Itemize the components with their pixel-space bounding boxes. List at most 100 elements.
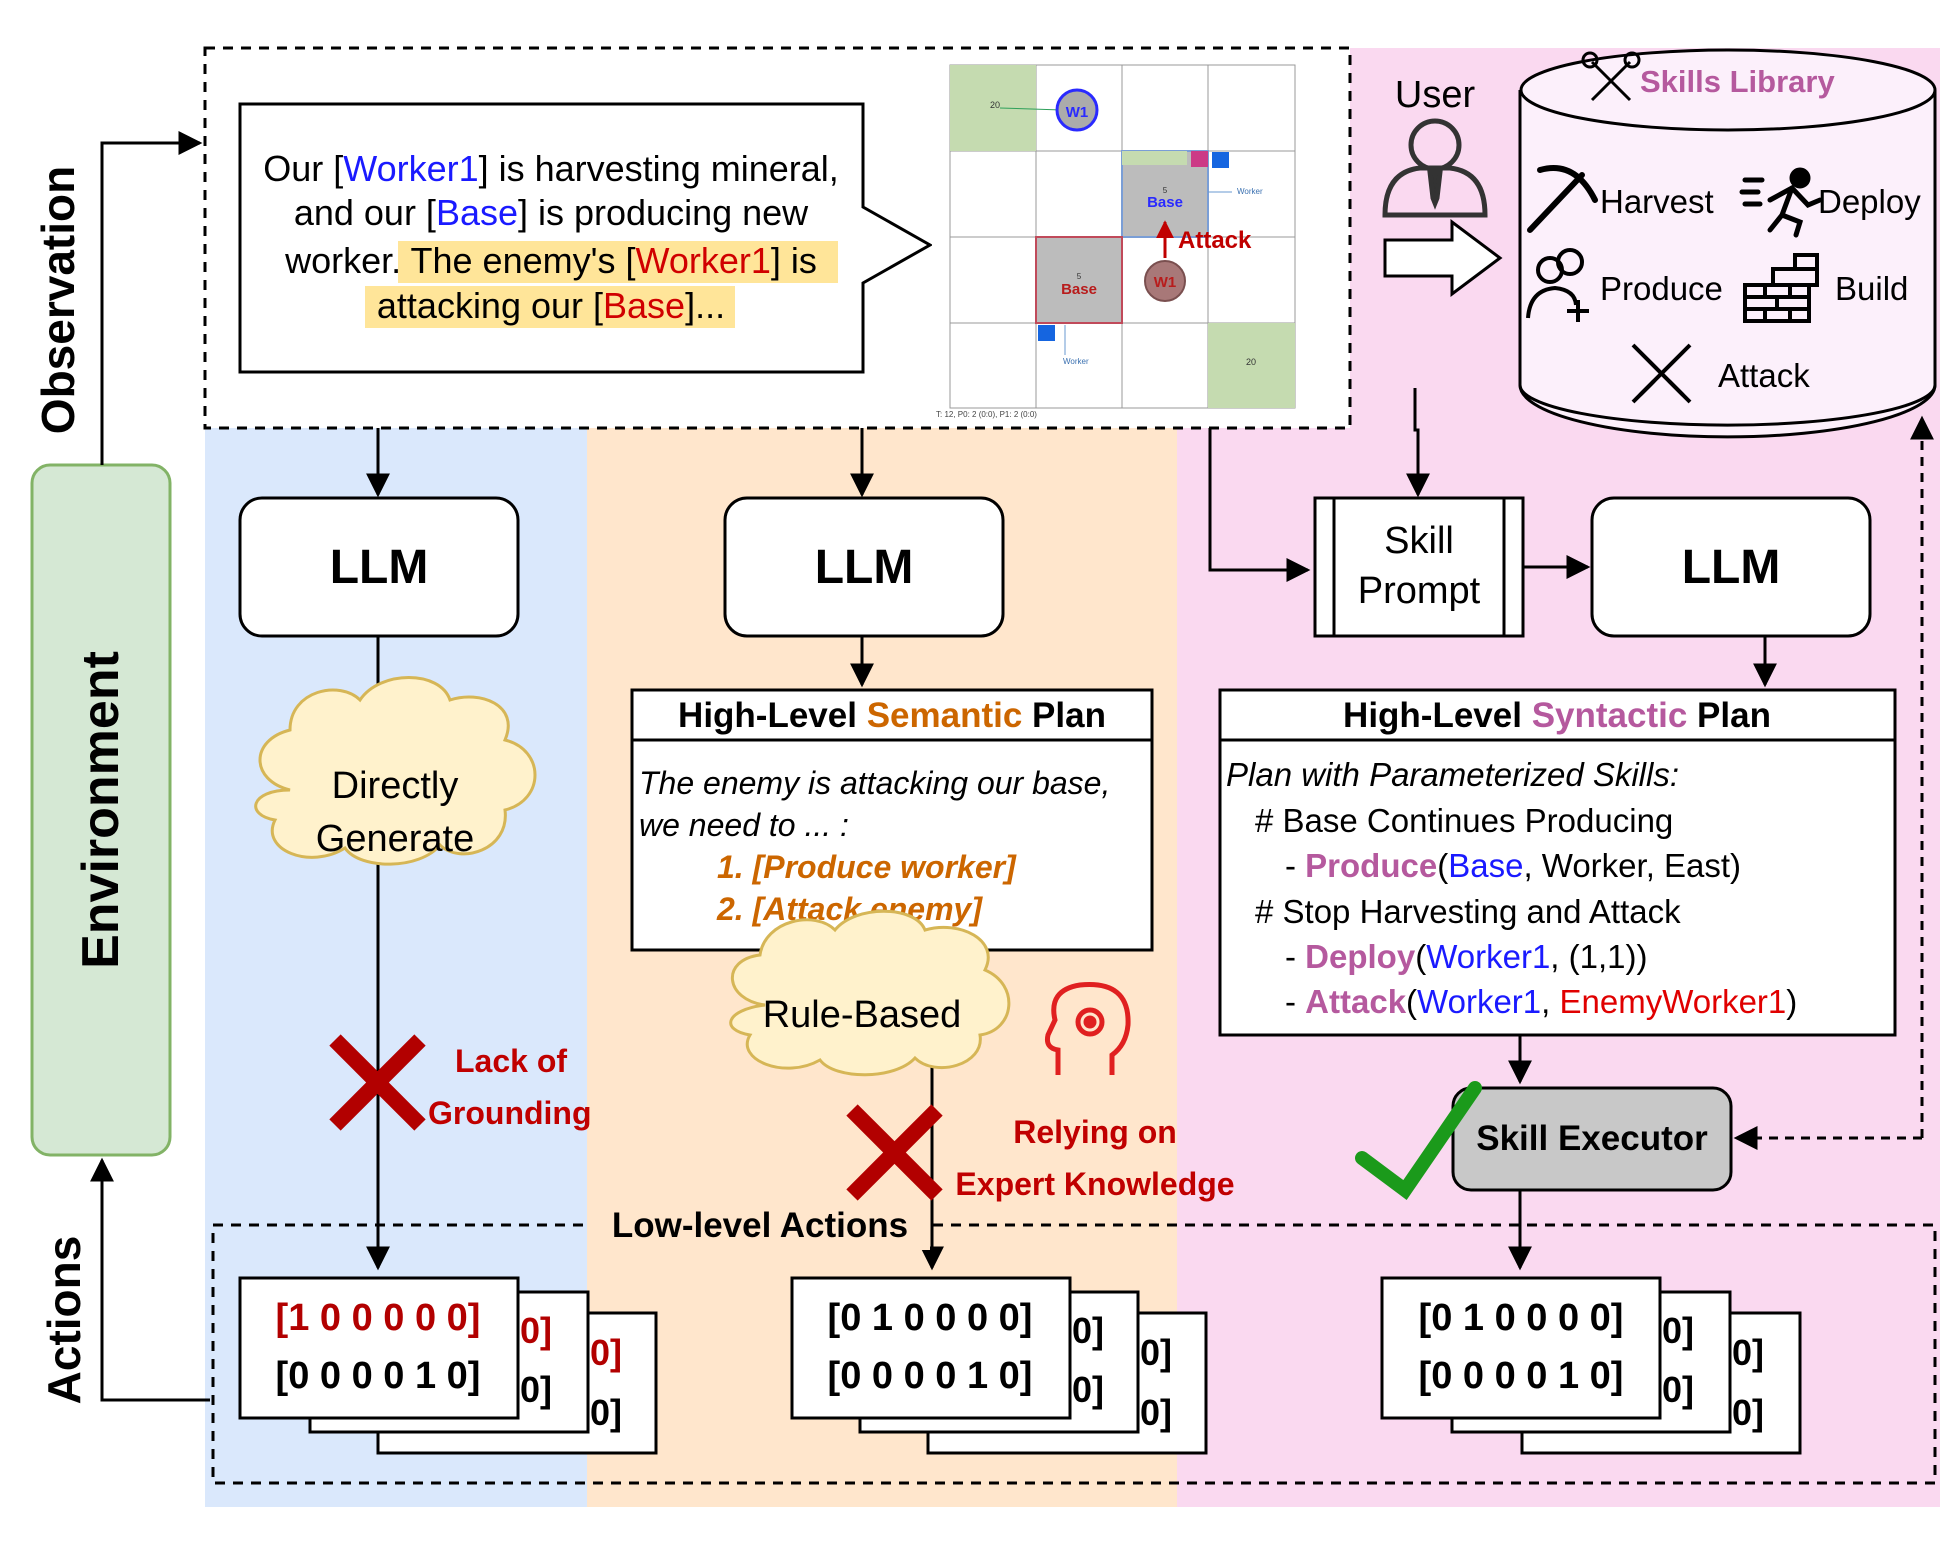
semantic-plan-box [630,688,1154,952]
action3-back-a: 0] [1662,1310,1694,1351]
semantic-item-1: 1. [Produce worker] [717,849,1017,885]
skill-prompt-line1: Skill [1384,520,1454,562]
pickaxe-icon [1527,165,1598,233]
syntactic-header: Plan with Parameterized Skills: [1226,756,1679,793]
observation-line-2: and our [Base] is producing new [294,192,809,233]
highlight-l4 [365,286,735,328]
user-label: User [1395,74,1476,116]
action1-back-a: 0] [520,1310,552,1351]
syntactic-plan-box [1218,688,1897,1037]
syntactic-comment-2: # Stop Harvesting and Attack [1255,893,1681,930]
observation-speech-bubble [238,102,934,374]
enemy-base-label: Base [1061,281,1097,298]
llm-label-3: LLM [1682,541,1781,594]
worker-label-bottom: Worker [1063,357,1089,366]
action-stack-1: 0] 0] 0] 0] [1 0 0 0 0 0] [0 0 0 0 1 0] [238,1276,658,1455]
env-to-observation-arrow [100,131,203,465]
cloud-rule-based [729,909,1011,1077]
attack-label: Attack [1178,227,1252,254]
brick-wall-icon [1743,253,1819,323]
llm-label-1: LLM [330,541,429,594]
action1-back-b: 0] [520,1369,552,1410]
observation-line-4: attacking our [Base]... [377,285,725,326]
environment-label: Environment [72,651,130,969]
success-check-icon [1355,1081,1482,1200]
add-user-icon [1526,248,1589,322]
highlight-l3 [398,241,838,283]
enemy-base [1035,236,1123,324]
w1-top-label: W1 [1066,104,1089,121]
action2-row2: [0 0 0 0 1 0] [828,1355,1033,1397]
skill-executor-label: Skill Executor [1476,1119,1708,1158]
actions-label: Actions [38,1236,90,1405]
running-person-icon [1739,167,1823,238]
cloud-directly-line1: Directly [332,765,459,807]
action3-back-b: 0] [1662,1369,1694,1410]
action2-row1: [0 1 0 0 0 0] [828,1297,1033,1339]
action2-back-b: 0] [1072,1369,1104,1410]
skill-attack: Attack [1718,357,1810,394]
action3-row2: [0 0 0 0 1 0] [1419,1355,1624,1397]
game-map: 20 W1 5 Base Worker 5 Base W1 Attack Wor… [932,55,1302,425]
syntactic-comment-1: # Base Continues Producing [1255,802,1673,839]
fail-label-2-line2: Expert Knowledge [955,1166,1234,1202]
fail-cross-icon-2 [846,1104,943,1201]
observation-line-3: worker. The enemy's [Worker1] is [284,240,817,281]
fail-label-1-line1: Lack of [455,1043,567,1079]
library-to-skillprompt-arrow [1406,388,1430,498]
fail-label-1-line2: Grounding [428,1095,592,1131]
skill-executor-box [1451,1086,1733,1192]
skill-build: Build [1835,270,1908,307]
enemy-w1-label: W1 [1154,274,1177,291]
skill-deploy: Deploy [1818,183,1921,220]
semantic-plan-title: High-Level Semantic Plan [678,696,1106,735]
tools-icon [1581,51,1641,102]
expert-head-gear-icon [1045,982,1131,1075]
skill-prompt-line2: Prompt [1358,570,1481,612]
action3-back-d: 0] [1732,1392,1764,1433]
enemy-base-num: 5 [1077,272,1082,281]
map-footer: T: 12, P0: 2 (0:0), P1: 2 (0:0) [936,410,1037,419]
skills-library [1518,48,1937,439]
own-base-num: 5 [1163,186,1168,195]
actions-to-env-arrow [90,1157,210,1402]
llm-box-3 [1590,496,1872,638]
fail-label-2-line1: Relying on [1013,1114,1177,1150]
action1-row1: [1 0 0 0 0 0] [276,1297,481,1339]
action-stack-3: 0] 0] 0] 0] [0 1 0 0 0 0] [0 0 0 0 1 0] [1380,1276,1802,1455]
worker-w1-top [1055,88,1099,132]
syntactic-attack-line: - Attack(Worker1, EnemyWorker1) [1285,983,1797,1020]
crossed-swords-icon [1631,343,1692,404]
action2-back-a: 0] [1072,1310,1104,1351]
skills-library-title: Skills Library [1640,64,1835,99]
resource-bottom [1208,323,1295,408]
action1-back-c: 0] [590,1332,622,1373]
resource-top-count: 20 [990,100,1000,110]
llm-label-2: LLM [815,541,914,594]
worker-label-right: Worker [1237,187,1263,196]
resource-top [950,65,1036,151]
user-icon [1382,118,1488,218]
enemy-worker-w1 [1144,260,1186,302]
cloud-rule-based-label: Rule-Based [763,994,962,1036]
own-base-label: Base [1147,194,1183,211]
action3-row1: [0 1 0 0 0 0] [1419,1297,1624,1339]
action2-back-c: 0] [1140,1332,1172,1373]
resource-bottom-count: 20 [1246,357,1256,367]
low-level-actions-title: Low-level Actions [612,1206,908,1245]
syntactic-produce-line: - Produce(Base, Worker, East) [1285,847,1741,884]
llm-box-2 [723,496,1005,638]
cloud-directly-generate [254,676,537,866]
action1-back-d: 0] [590,1392,622,1433]
action-stack-2: 0] 0] 0] 0] [0 1 0 0 0 0] [0 0 0 0 1 0] [790,1276,1208,1455]
cloud-directly-line2: Generate [316,818,474,860]
observation-label: Observation [32,166,84,434]
obs-to-skillprompt-arrow [1208,428,1311,582]
semantic-body-line2: we need to ... : [639,807,849,843]
semantic-body-line1: The enemy is attacking our base, [639,765,1110,801]
syntactic-plan-title: High-Level Syntactic Plan [1343,696,1771,735]
action1-row2: [0 0 0 0 1 0] [276,1355,481,1397]
action2-back-d: 0] [1140,1392,1172,1433]
observation-line-1: Our [Worker1] is harvesting mineral, [263,148,839,189]
